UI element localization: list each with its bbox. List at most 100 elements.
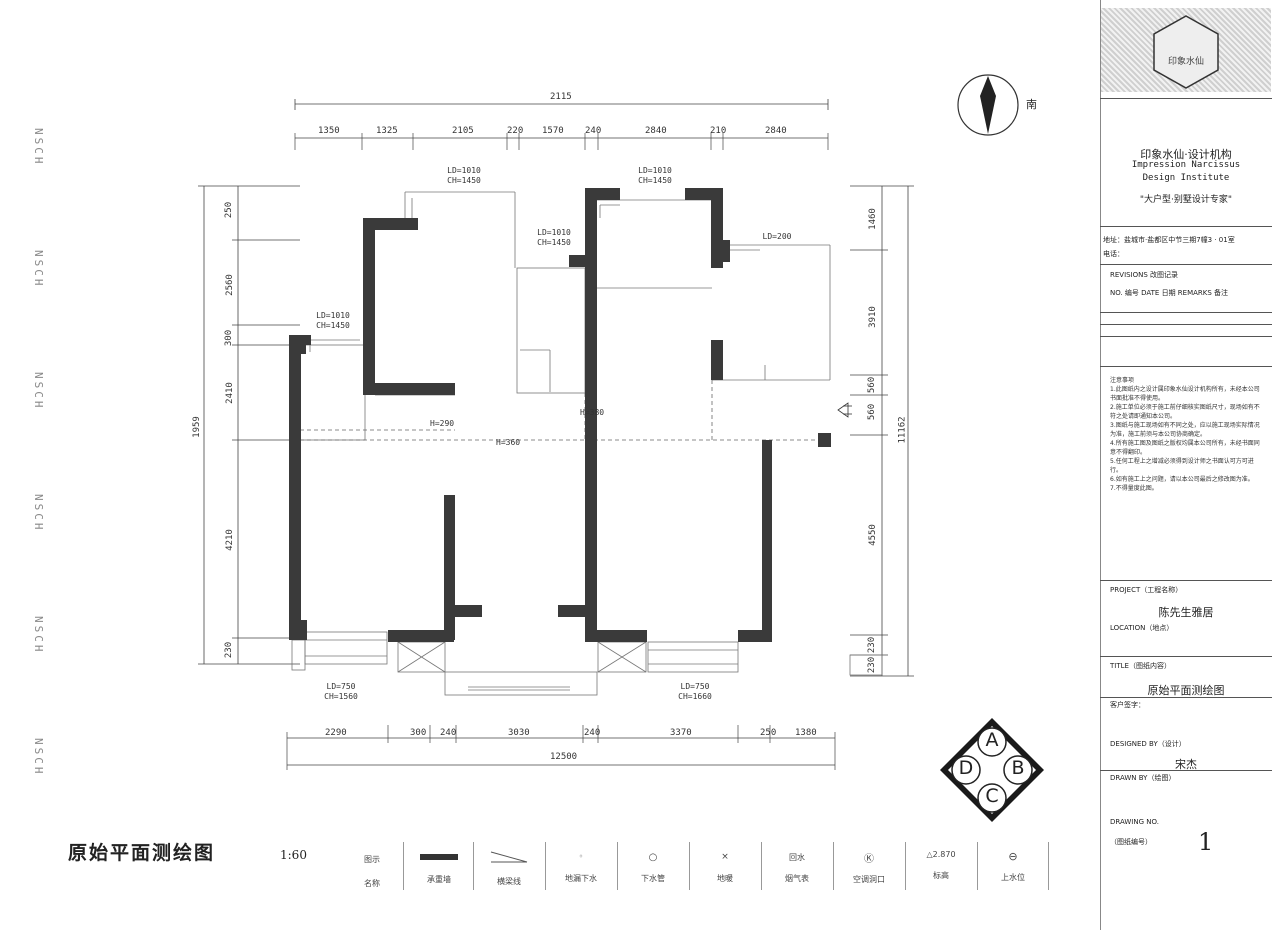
legend-item: Ⓚ 空调洞口 xyxy=(833,842,904,890)
client-sign-label: 客户签字： xyxy=(1110,701,1145,709)
dim-right-seg: 3910 xyxy=(867,306,878,328)
dim-top-seg: 220 xyxy=(507,126,524,136)
margin-mark: NSCH xyxy=(32,372,45,411)
dim-bottom-seg: 300 xyxy=(410,728,427,738)
dim-right-seg: 230 xyxy=(867,636,878,654)
margin-mark: NSCH xyxy=(32,616,45,655)
drain-pipe-icon: ○ xyxy=(648,852,658,863)
project-label: PROJECT（工程名称） xyxy=(1110,586,1183,594)
beam-symbol xyxy=(490,851,528,863)
margin-mark: NSCH xyxy=(32,250,45,289)
section-letter-a: A xyxy=(985,729,999,751)
dim-right-seg: 560 xyxy=(867,403,878,421)
legend-row-label: 名称 xyxy=(364,879,380,888)
title-value: 原始平面测绘图 xyxy=(1147,684,1225,697)
gas-meter-icon: 回水 xyxy=(789,853,805,862)
dim-left-seg: 230 xyxy=(224,641,235,659)
dim-bottom-total: 12500 xyxy=(550,752,578,762)
revisions-title: REVISIONS 改图记录 xyxy=(1110,271,1179,279)
firm-en: Impression Narcissus xyxy=(1131,160,1241,170)
legend-item: ⊖ 上水位 xyxy=(977,842,1048,890)
drawing-title: 原始平面测绘图 xyxy=(68,842,216,864)
dim-top-seg: 240 xyxy=(585,126,602,136)
dim-left-seg: 2560 xyxy=(224,274,235,296)
section-letter-d: D xyxy=(958,757,974,779)
legend-end-line xyxy=(1048,842,1049,890)
floor-drain-icon: ◦ xyxy=(578,852,584,861)
dim-bottom-seg: 1380 xyxy=(795,728,817,738)
dim-left-seg: 250 xyxy=(224,201,235,219)
dim-left-seg: 2410 xyxy=(224,382,235,404)
compass-rose xyxy=(957,74,1019,136)
dim-top-seg: 2840 xyxy=(765,126,787,136)
dim-right-seg: 4550 xyxy=(867,524,878,546)
legend-item: ◦ 地漏下水 xyxy=(545,842,616,890)
legend-item: △2.870 标高 xyxy=(905,842,976,890)
designed-by-value: 宋杰 xyxy=(1175,758,1197,771)
dim-right-seg: 1460 xyxy=(867,208,878,230)
dim-right-seg: 230 xyxy=(867,656,878,674)
beam-label: H=380 xyxy=(580,408,605,417)
drawing-scale: 1:60 xyxy=(280,848,307,862)
logo-icon xyxy=(1153,15,1219,89)
beam-label: H=360 xyxy=(496,438,521,447)
legend-item: 横梁线 xyxy=(473,842,544,890)
dim-top-seg: 1325 xyxy=(376,126,398,136)
dim-left-seg: 4210 xyxy=(224,529,235,551)
dim-top-seg: 1570 xyxy=(542,126,564,136)
section-letter-b: B xyxy=(1011,757,1025,779)
legend-item: 回水 烟气表 xyxy=(761,842,832,890)
floor-plan xyxy=(198,74,1044,822)
dim-top-seg: 210 xyxy=(710,126,727,136)
slogan: "大户型·别墅设计专家" xyxy=(1139,195,1233,205)
dim-left-total: 1959 xyxy=(191,416,202,438)
margin-mark: NSCH xyxy=(32,738,45,777)
title-label: TITLE（图纸内容） xyxy=(1110,662,1171,670)
legend-item: 承重墙 xyxy=(403,842,474,890)
logo-text: 印象水仙 xyxy=(1167,57,1204,67)
water-supply-icon: ⊖ xyxy=(1008,850,1018,863)
address: 地址：盐城市·盐都区中节三期7幢3 · 01室 xyxy=(1103,236,1235,244)
margin-mark: NSCH xyxy=(32,128,45,167)
firm-en: Design Institute xyxy=(1142,173,1230,183)
legend: 图示 名称 xyxy=(348,842,1048,890)
dim-right-total: 11162 xyxy=(897,416,908,444)
drawing-no-sub: （图纸编号） xyxy=(1110,838,1152,846)
dim-left-seg: 300 xyxy=(224,329,235,347)
floor-heating-icon: × xyxy=(721,852,729,862)
dim-bottom-seg: 240 xyxy=(440,728,457,738)
margin-mark: NSCH xyxy=(32,494,45,533)
designed-by-label: DESIGNED BY（设计） xyxy=(1110,740,1186,748)
logo-box: 印象水仙 xyxy=(1101,8,1271,92)
phone: 电话： xyxy=(1103,250,1124,258)
dim-top-seg: 2840 xyxy=(645,126,667,136)
compass-label: 南 xyxy=(1026,98,1037,111)
dim-top-total: 2115 xyxy=(550,92,572,102)
wall-symbol xyxy=(420,854,458,860)
legend-item: × 地暖 xyxy=(689,842,760,890)
notes: 注意事项 1.此图纸内之设计属印象水仙设计机构所有，未经本公司书面批准不得使用。… xyxy=(1110,377,1260,492)
section-letter-c: C xyxy=(985,785,999,807)
opening-label: LD=200 xyxy=(762,232,792,241)
dim-bottom-seg: 3370 xyxy=(670,728,692,738)
legend-item: ○ 下水管 xyxy=(617,842,688,890)
legend-row-label: 图示 xyxy=(364,855,380,864)
drawing-no-value: 1 xyxy=(1198,828,1214,856)
dim-bottom-seg: 240 xyxy=(584,728,601,738)
revisions-cols: NO. 编号 DATE 日期 REMARKS 备注 xyxy=(1110,289,1229,297)
dim-right-seg: 560 xyxy=(867,376,878,394)
firm-cn: 印象水仙·设计机构 xyxy=(1140,148,1232,161)
elevation-icon: △2.870 xyxy=(926,850,956,859)
drawn-by-label: DRAWN BY（绘图） xyxy=(1110,774,1176,782)
aircon-hole-icon: Ⓚ xyxy=(864,854,874,865)
title-block xyxy=(1100,0,1273,930)
section-marker xyxy=(940,718,1044,822)
beam-label: H=290 xyxy=(430,419,455,428)
location-label: LOCATION（地点） xyxy=(1110,624,1174,632)
dim-top-seg: 2105 xyxy=(452,126,474,136)
